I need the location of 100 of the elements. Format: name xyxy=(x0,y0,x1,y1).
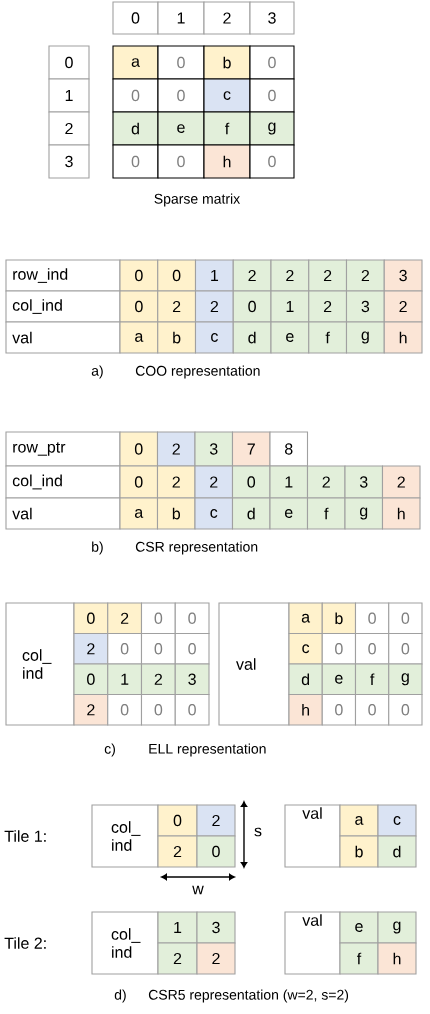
table-cell: c xyxy=(288,632,323,665)
table-cell: 0 xyxy=(321,693,357,726)
table-cell: 0 xyxy=(140,632,176,665)
caption: Sparse matrix xyxy=(154,193,240,207)
table-cell: 3 xyxy=(383,259,423,292)
table-cell: c xyxy=(377,804,417,837)
matrix-cell: 0 xyxy=(249,45,295,80)
matrix-cell: 0 xyxy=(249,78,295,113)
table-cell: 2 xyxy=(73,632,109,665)
table-cell: 0 xyxy=(354,602,390,635)
table-cell: c xyxy=(194,497,234,530)
table-cell: d xyxy=(288,663,323,696)
table-cell: 0 xyxy=(174,632,210,665)
table-cell: a xyxy=(119,321,159,354)
table-cell: b xyxy=(321,602,357,635)
table-cell: h xyxy=(383,321,423,354)
caption: d) xyxy=(114,989,126,1003)
table-cell: 2 xyxy=(157,942,198,975)
table-cell: 8 xyxy=(269,431,309,467)
table-cell: 0 xyxy=(119,259,159,292)
table-cell: 2 xyxy=(157,290,197,323)
table-cell: 0 xyxy=(73,602,109,635)
matrix-cell: f xyxy=(203,111,251,146)
caption: c) xyxy=(104,743,115,757)
table-cell: val xyxy=(284,804,341,868)
table-cell: f xyxy=(339,942,379,975)
table-cell: 0 xyxy=(388,632,423,665)
table-cell: d xyxy=(377,835,417,868)
table-cell: 2 xyxy=(156,431,196,467)
table-cell: 0 xyxy=(196,835,236,868)
table-cell: val xyxy=(218,602,290,726)
table-cell: 1 xyxy=(107,663,143,696)
matrix-cell: e xyxy=(157,111,205,146)
table-cell: 3 xyxy=(174,663,210,696)
table-cell: e xyxy=(270,321,310,354)
table-cell: e xyxy=(339,911,379,944)
table-cell: 2 xyxy=(306,465,346,499)
row-index-cell: 0 xyxy=(48,45,90,80)
table-cell: row_ptr xyxy=(5,431,121,467)
table-cell: 0 xyxy=(73,663,109,696)
table-cell: f xyxy=(308,321,348,354)
table-cell: 2 xyxy=(308,290,348,323)
table-cell: 2 xyxy=(157,835,198,868)
table-cell: row_ind xyxy=(5,259,121,292)
table-cell: 1 xyxy=(194,259,234,292)
table-cell: a xyxy=(119,497,159,530)
dimension-label: s xyxy=(254,827,262,837)
table-cell: 3 xyxy=(196,911,236,944)
column-index-cell: 3 xyxy=(249,1,295,35)
caption: CSR representation xyxy=(135,541,258,555)
table-cell: 0 xyxy=(119,465,159,499)
table-cell: c xyxy=(194,321,234,354)
column-index-cell: 0 xyxy=(112,1,159,35)
table-cell: 0 xyxy=(157,259,197,292)
table-cell: 0 xyxy=(140,602,176,635)
caption: CSR5 representation (w=2, s=2) xyxy=(148,989,349,1003)
caption: ELL representation xyxy=(149,743,266,757)
table-cell: g xyxy=(345,321,385,354)
matrix-cell: 0 xyxy=(157,45,205,80)
matrix-cell: h xyxy=(203,144,251,179)
caption: COO representation xyxy=(135,365,260,379)
table-cell: 1 xyxy=(269,465,309,499)
table-cell: b xyxy=(339,835,379,868)
table-cell: a xyxy=(288,602,323,635)
table-cell: a xyxy=(339,804,379,837)
table-cell: 2 xyxy=(308,259,348,292)
table-cell: 7 xyxy=(231,431,271,467)
caption: b) xyxy=(92,541,103,555)
matrix-cell: 0 xyxy=(157,144,205,179)
column-index-cell: 1 xyxy=(157,1,205,35)
table-cell: 0 xyxy=(107,693,143,726)
table-cell: col_ ind xyxy=(91,911,159,975)
table-cell: 0 xyxy=(231,465,271,499)
matrix-cell: d xyxy=(112,111,159,146)
table-cell: g xyxy=(377,911,417,944)
table-cell: 0 xyxy=(354,632,390,665)
tile-label: Tile 1: xyxy=(4,830,46,842)
table-cell: 2 xyxy=(196,804,236,837)
table-cell: e xyxy=(269,497,309,530)
table-cell: col_ind xyxy=(5,465,121,499)
table-cell: 2 xyxy=(156,465,196,499)
matrix-cell: g xyxy=(249,111,295,146)
matrix-cell: a xyxy=(112,45,159,80)
table-cell: col_ ind xyxy=(5,602,75,726)
table-cell: b xyxy=(157,321,197,354)
table-cell: 2 xyxy=(383,290,423,323)
table-cell: val xyxy=(5,497,121,530)
table-cell: 0 xyxy=(354,693,390,726)
table-cell: f xyxy=(306,497,346,530)
table-cell: val xyxy=(5,321,121,354)
table-cell: 3 xyxy=(345,290,385,323)
table-cell: 2 xyxy=(381,465,421,499)
table-cell: h xyxy=(377,942,417,975)
table-cell: h xyxy=(381,497,421,530)
matrix-cell: 0 xyxy=(249,144,295,179)
table-cell: 2 xyxy=(194,465,234,499)
matrix-cell: 0 xyxy=(112,78,159,113)
table-cell: 1 xyxy=(270,290,310,323)
table-cell: col_ ind xyxy=(91,804,159,868)
table-cell: 2 xyxy=(345,259,385,292)
